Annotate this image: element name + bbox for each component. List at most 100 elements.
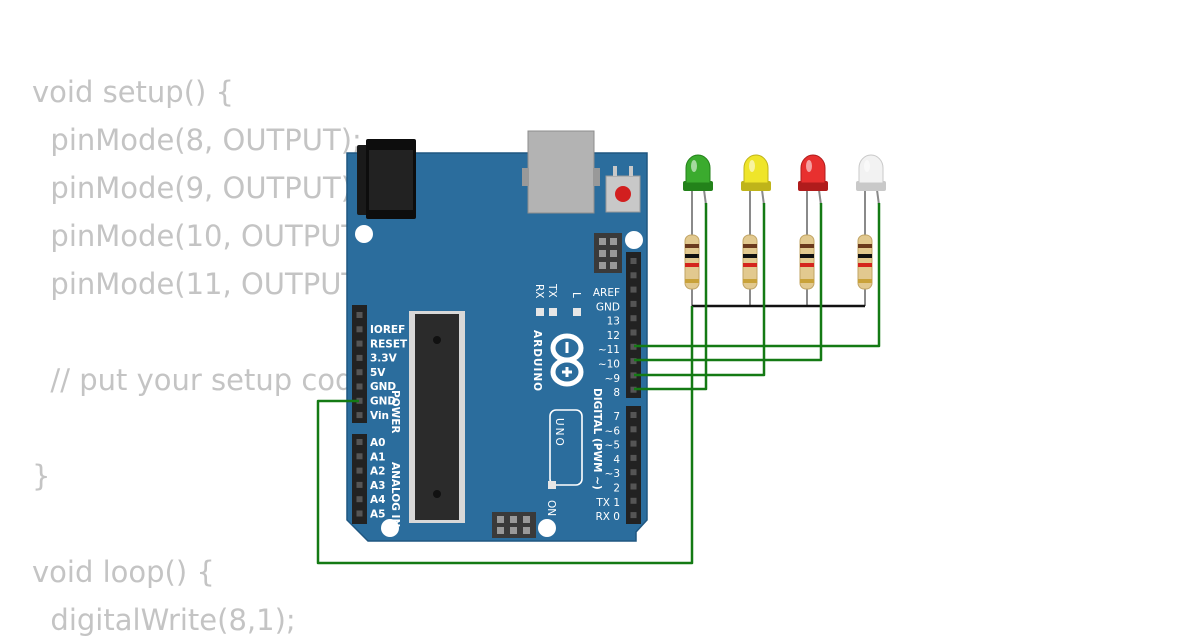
usb-port <box>522 130 600 214</box>
resistor-band <box>685 254 699 258</box>
header-pin[interactable] <box>356 496 363 503</box>
pin-label: RX 0 <box>595 511 620 523</box>
header-pin[interactable] <box>630 440 637 447</box>
tx-led-label: TX <box>546 283 558 298</box>
header-pin[interactable] <box>630 315 637 322</box>
header-pin[interactable] <box>630 358 637 365</box>
code-line: pinMode(9, OUTPUT); <box>32 171 362 205</box>
header-pin[interactable] <box>356 340 363 347</box>
led-anode-leg <box>818 189 822 206</box>
analog-section-label: ANALOG IN <box>389 462 401 527</box>
pin-label: ~9 <box>605 373 620 385</box>
header-pin[interactable] <box>356 326 363 333</box>
power-header-pins <box>356 312 363 419</box>
code-line: pinMode(8, OUTPUT); <box>32 123 362 157</box>
header-pin[interactable] <box>356 383 363 390</box>
digital-header-top[interactable] <box>626 252 641 398</box>
header-pin[interactable] <box>630 372 637 379</box>
wire-pin9-yellow-led <box>634 203 766 377</box>
resistor-band <box>685 279 699 283</box>
header-pin[interactable] <box>630 286 637 293</box>
led-dome <box>858 154 884 184</box>
header-pin[interactable] <box>356 481 363 488</box>
led-green[interactable] <box>683 154 713 232</box>
header-pin[interactable] <box>356 312 363 318</box>
onboard-leds: RX TX L ON <box>533 283 582 516</box>
pin-label: ~10 <box>598 359 620 371</box>
code-editor-background: void setup() { pinMode(8, OUTPUT); pinMo… <box>32 68 640 644</box>
header-pin[interactable] <box>630 329 637 336</box>
brand-label: ARDUINO <box>531 330 543 392</box>
analog-header[interactable] <box>352 434 367 524</box>
led-red[interactable] <box>798 154 828 232</box>
header-pin[interactable] <box>356 354 363 361</box>
code-line: pinMode(11, OUTPUT); <box>32 267 381 301</box>
pin-label: 2 <box>613 483 620 495</box>
pin-label: ~5 <box>605 440 620 452</box>
header-pin[interactable] <box>630 300 637 307</box>
resistor-band <box>858 263 872 267</box>
header-pin[interactable] <box>356 453 363 460</box>
code-line: } <box>32 459 51 493</box>
header-pin[interactable] <box>630 412 637 418</box>
header-pin[interactable] <box>630 497 637 504</box>
header-pin[interactable] <box>630 483 637 490</box>
digital-section-label: DIGITAL (PWM ~) <box>591 388 603 490</box>
header-pin[interactable] <box>630 454 637 461</box>
resistor-2[interactable] <box>742 232 758 306</box>
resistor-band <box>800 244 814 248</box>
mounting-hole <box>381 519 399 537</box>
led-dome <box>743 154 769 184</box>
pin-label: 5V <box>370 367 386 379</box>
led-shine <box>864 160 870 172</box>
led-resistor-array <box>683 154 886 306</box>
led-dome <box>685 154 711 184</box>
pin-label: 12 <box>607 330 620 342</box>
resistor-body <box>684 234 700 290</box>
code-line: void loop() { <box>32 555 215 589</box>
pin-label: A2 <box>370 466 385 478</box>
header-pin[interactable] <box>356 510 363 517</box>
analog-header-pins <box>356 439 363 517</box>
header-pin[interactable] <box>630 343 637 350</box>
led-anode-leg <box>703 189 707 206</box>
reset-button[interactable] <box>605 166 641 213</box>
mounting-hole <box>538 519 556 537</box>
header-pin[interactable] <box>630 426 637 433</box>
pin-label: ~11 <box>598 344 620 356</box>
header-pin[interactable] <box>630 258 637 264</box>
led-white[interactable] <box>856 154 886 232</box>
led-shine <box>749 160 755 172</box>
header-pin[interactable] <box>630 469 637 476</box>
header-pin[interactable] <box>356 369 363 376</box>
rx-led-label: RX <box>533 284 545 299</box>
resistor-band <box>858 254 872 258</box>
digital-header-bottom[interactable] <box>626 406 641 524</box>
header-pin[interactable] <box>630 272 637 279</box>
digital-header-bottom-pins <box>630 412 637 519</box>
power-jack <box>357 139 416 219</box>
resistor-3[interactable] <box>799 232 815 306</box>
header-pin[interactable] <box>356 397 363 404</box>
resistor-1[interactable] <box>684 232 700 306</box>
header-pin[interactable] <box>630 512 637 519</box>
resistor-body <box>742 234 758 290</box>
pin-label: A4 <box>370 494 385 506</box>
header-pin[interactable] <box>356 412 363 419</box>
header-pin[interactable] <box>630 386 637 393</box>
led-dome <box>800 154 826 184</box>
wire-pin8-green-led <box>634 203 708 391</box>
pin-label: GND <box>596 301 620 313</box>
power-header[interactable] <box>352 305 367 423</box>
pin-label: Vin <box>370 410 389 422</box>
header-pin[interactable] <box>356 439 363 445</box>
led-yellow[interactable] <box>741 154 771 232</box>
led-anode-leg <box>761 189 765 206</box>
pin-label: TX 1 <box>595 497 620 509</box>
resistor-4[interactable] <box>857 232 873 306</box>
header-pin[interactable] <box>356 467 363 474</box>
